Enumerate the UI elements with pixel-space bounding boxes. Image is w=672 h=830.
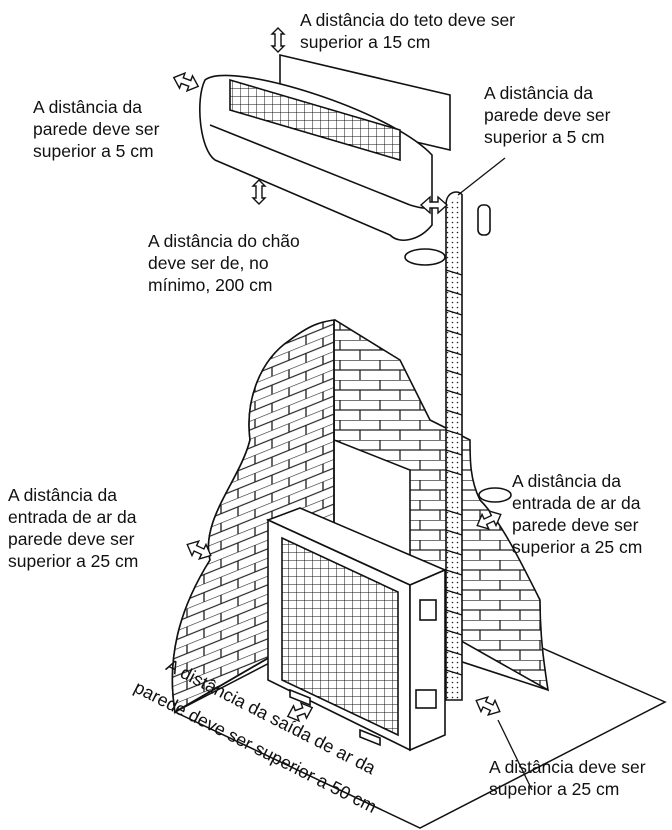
distance-arrow [476,509,502,531]
label-line: superior a 25 cm [8,551,139,571]
outdoor-unit [265,507,448,752]
distance-arrow [251,179,267,205]
label-line: A distância da [484,83,593,103]
label-line: entrada de ar da [8,507,137,527]
right-air-intake-distance-label: A distância da entrada de ar da parede d… [512,470,642,558]
label-line: parede deve ser [484,105,611,125]
label-line: A distância deve ser [489,757,646,777]
leader-line [457,157,506,196]
label-line: superior a 5 cm [33,141,154,161]
floor-distance-label: A distância do chão deve ser de, no míni… [148,230,300,296]
label-line: superior a 15 cm [300,32,431,52]
right-wall-distance-label: A distância da parede deve ser superior … [484,82,610,148]
distance-arrow [172,71,200,93]
label-line: mínimo, 200 cm [148,275,273,295]
left-wall-distance-label: A distância da parede deve ser superior … [33,96,159,162]
distance-arrow [186,539,212,561]
label-line: superior a 5 cm [484,127,605,147]
distance-arrow [286,701,314,723]
label-line: A distância da [33,97,142,117]
distance-arrow [270,27,286,53]
label-line: A distância do teto deve ser [300,10,515,30]
label-line: A distância do chão [148,231,300,251]
distance-arrow [419,195,449,215]
label-line: entrada de ar da [512,493,641,513]
label-line: parede deve ser [8,529,135,549]
air-outlet-distance-label: A distância da saída de ar da parede dev… [131,655,500,817]
label-line: deve ser de, no [148,253,269,273]
label-line: parede deve ser [33,119,160,139]
label-line: superior a 25 cm [512,537,643,557]
left-air-intake-distance-label: A distância da entrada de ar da parede d… [8,484,138,572]
distance-arrow [475,695,501,717]
label-line: A distância da [512,471,621,491]
pipe-bundle [404,191,512,701]
label-line: superior a 25 cm [489,779,620,799]
indoor-unit [199,53,491,241]
label-line: parede deve ser [512,515,639,535]
leader-line [497,719,533,791]
outdoor-unit-distance-label: A distância deve ser superior a 25 cm [489,756,646,800]
ceiling-distance-label: A distância do teto deve ser superior a … [300,9,515,53]
label-line: A distância da [8,485,117,505]
